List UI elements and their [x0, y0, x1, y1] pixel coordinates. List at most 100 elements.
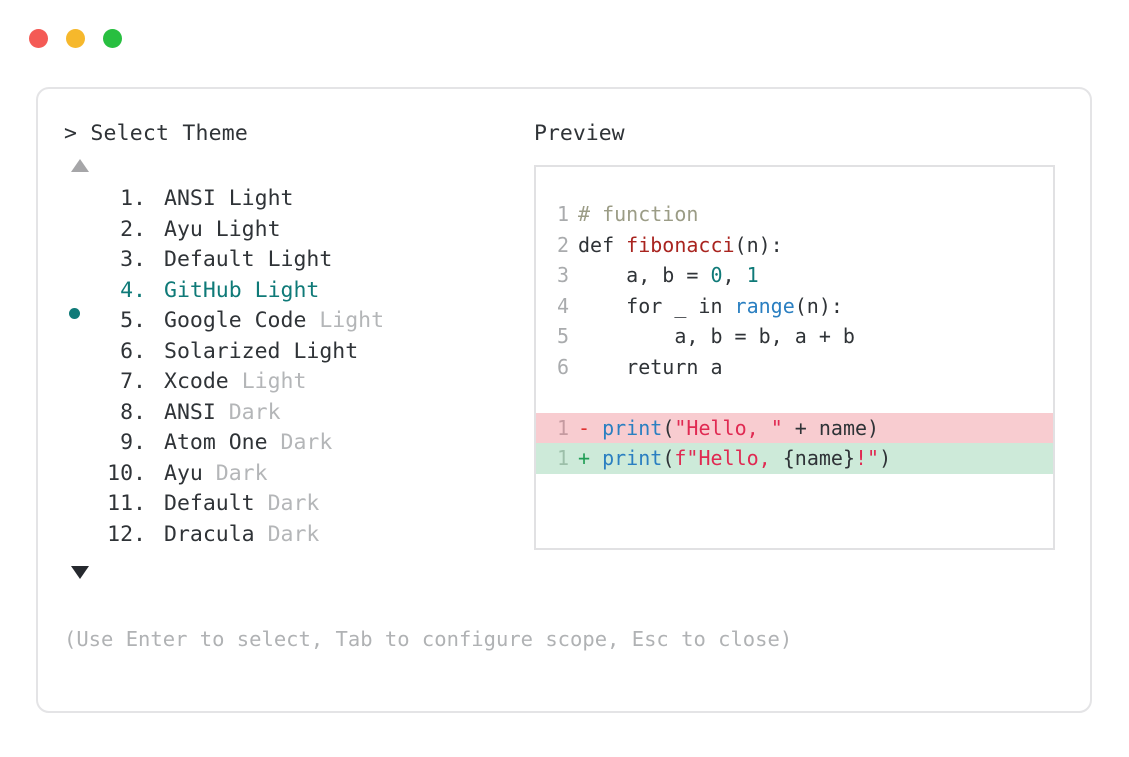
theme-item-index: 10. [107, 460, 146, 486]
code-content: # function [578, 199, 1053, 230]
theme-item-variant: Dark [215, 460, 268, 486]
line-number: 5 [556, 324, 569, 348]
theme-item-name: GitHub [164, 277, 242, 303]
theme-item-index: 1. [120, 186, 146, 211]
index-gap [146, 489, 164, 520]
line-number: 4 [556, 293, 569, 318]
code-token: , [722, 263, 747, 287]
theme-item-index: 2. [120, 216, 146, 242]
line-number: 1 [556, 415, 569, 440]
theme-item-name: Xcode [164, 369, 229, 394]
theme-item-name: Dracula [164, 521, 255, 547]
code-content: + print(f"Hello, {name}!") [578, 443, 1053, 474]
theme-item-name: Default [164, 491, 255, 516]
name-variant-gap [203, 215, 216, 246]
code-token: + name) [782, 415, 880, 440]
name-variant-gap [242, 276, 255, 307]
theme-list-item[interactable]: 9. Atom One Dark [64, 428, 534, 459]
index-gap [146, 367, 164, 398]
theme-item-variant: Dark [280, 430, 333, 455]
theme-item-index: 8. [120, 399, 146, 425]
scroll-down-icon[interactable] [71, 566, 89, 579]
code-token: return a [578, 354, 723, 379]
theme-item-index: 12. [107, 521, 146, 547]
theme-item-variant: Light [241, 369, 307, 394]
theme-list-item[interactable]: 11. Default Dark [64, 489, 534, 520]
scroll-up-icon[interactable] [71, 159, 89, 172]
theme-item-index: 11. [107, 491, 146, 516]
theme-list-item[interactable]: 3. Default Light [64, 245, 534, 276]
name-variant-gap [281, 337, 294, 368]
theme-item-name: Default [164, 247, 255, 272]
theme-item-variant: Light [267, 247, 333, 272]
theme-list-item[interactable]: 10. Ayu Dark [64, 459, 534, 490]
line-number: 1 [556, 202, 569, 226]
window-controls [29, 29, 122, 48]
diff-sign-gap [590, 416, 602, 440]
name-variant-gap [255, 520, 268, 551]
index-gap [146, 306, 164, 337]
selected-bullet-icon [69, 307, 80, 319]
code-content: def fibonacci(n): [578, 230, 1053, 261]
preview-label: Preview [534, 121, 625, 146]
theme-item-index: 5. [120, 308, 146, 333]
theme-item-index: 3. [120, 247, 146, 272]
code-token: !" [854, 446, 880, 470]
prompt-spacer [77, 121, 90, 146]
index-gap [146, 398, 164, 429]
code-token: {name} [782, 446, 855, 470]
code-token: fibonacci [626, 232, 735, 257]
theme-item-name: Ayu [164, 460, 203, 486]
code-line: 3 a, b = 0, 1 [536, 260, 1053, 291]
index-gap [146, 245, 164, 276]
theme-list-item[interactable]: 4. GitHub Light [64, 276, 534, 319]
theme-list-item[interactable]: 8. ANSI Dark [64, 398, 534, 429]
code-content: a, b = 0, 1 [578, 260, 1053, 291]
code-token: a, b = [578, 263, 711, 287]
theme-list-item[interactable]: 7. Xcode Light [64, 367, 534, 398]
code-line: 4 for _ in range(n): [536, 291, 1053, 322]
code-token: 1 [746, 263, 759, 287]
theme-list-item[interactable]: 12. Dracula Dark [64, 520, 534, 551]
index-gap [146, 520, 164, 551]
line-number: 3 [556, 263, 569, 287]
index-gap [146, 276, 164, 307]
code-content: a, b = b, a + b [578, 321, 1053, 352]
code-content: return a [578, 352, 1053, 383]
theme-item-name: Solarized [164, 338, 281, 364]
code-token: f"Hello, [674, 446, 783, 470]
theme-list-item[interactable]: 2. Ayu Light [64, 215, 534, 246]
prompt-caret-icon: > [64, 121, 78, 146]
theme-item-name: Atom One [164, 430, 268, 455]
minimize-window-button[interactable] [66, 29, 85, 48]
name-variant-gap [229, 367, 242, 398]
code-content: for _ in range(n): [578, 291, 1053, 322]
theme-list-item[interactable]: 6. Solarized Light [64, 337, 534, 368]
code-token: # function [578, 202, 699, 226]
theme-list-item[interactable]: 1. ANSI Light [64, 184, 534, 215]
code-token: "Hello, " [674, 415, 783, 440]
code-token: print [602, 446, 663, 470]
theme-item-index: 6. [120, 338, 146, 364]
code-token: for _ in [578, 293, 735, 318]
code-line: 6 return a [536, 352, 1053, 383]
theme-item-variant: Dark [228, 399, 281, 425]
theme-item-name: Ayu [164, 216, 203, 242]
theme-list-item[interactable]: 5. Google Code Light [64, 306, 534, 337]
code-token: ) [879, 446, 892, 470]
code-content: - print("Hello, " + name) [578, 413, 1053, 444]
diff-line-del: 1 - print("Hello, " + name) [536, 412, 1053, 444]
name-variant-gap [255, 489, 268, 520]
theme-item-name: Google Code [164, 308, 307, 333]
close-window-button[interactable] [29, 29, 48, 48]
code-line: 5 a, b = b, a + b [536, 321, 1053, 352]
code-token: def [578, 232, 627, 257]
maximize-window-button[interactable] [103, 29, 122, 48]
